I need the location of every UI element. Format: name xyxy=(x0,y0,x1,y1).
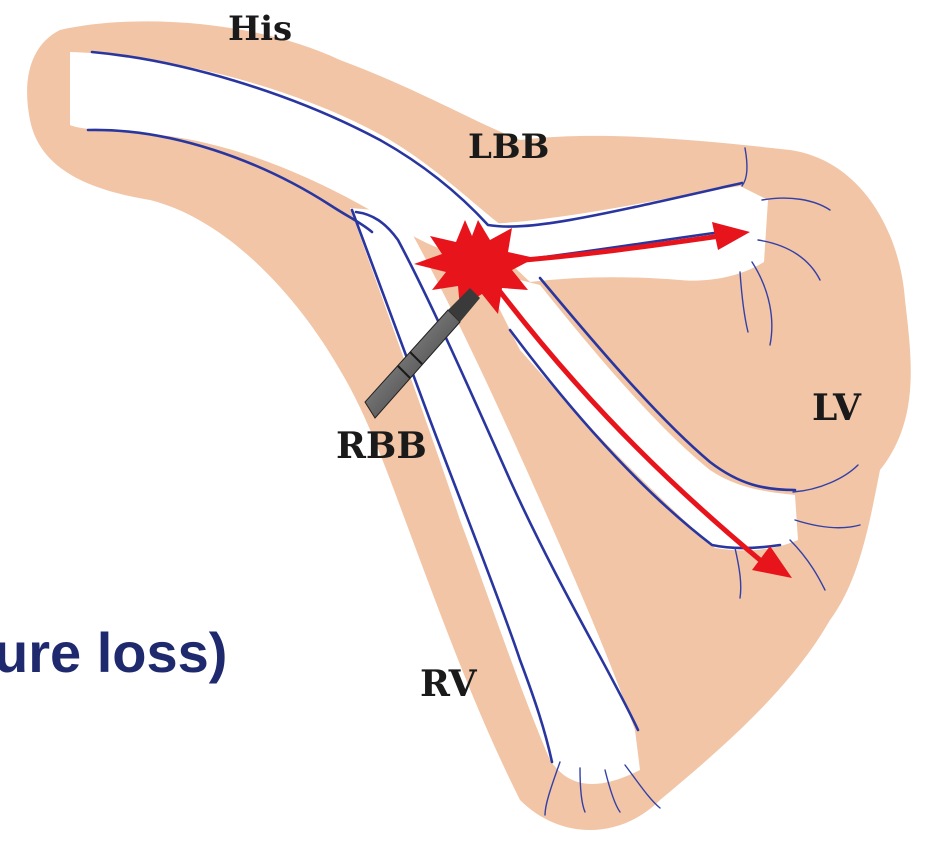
label-rv: RV xyxy=(420,663,478,705)
label-lbb: LBB xyxy=(468,127,549,167)
label-lv: LV xyxy=(812,387,862,429)
label-his: His xyxy=(228,9,292,49)
label-rbb: RBB xyxy=(336,425,427,467)
caption-text: ure loss) xyxy=(0,621,227,684)
